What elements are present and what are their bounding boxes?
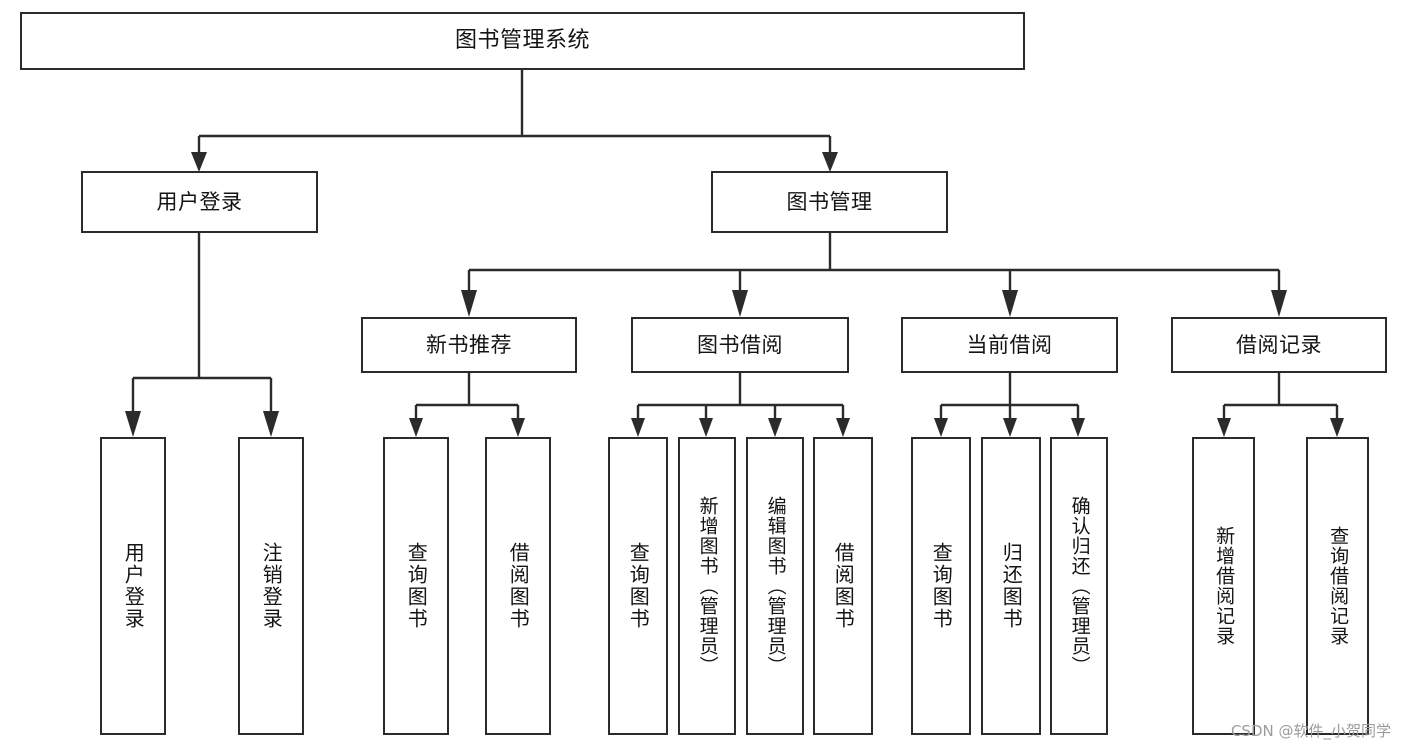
leaf-return-books[interactable]: 归还图书 [981,437,1041,735]
leaf-edit-book-admin[interactable]: 编辑图书（管理员） [746,437,804,735]
node-label: 新增借阅记录 [1213,526,1236,646]
leaf-query-borrow-record[interactable]: 查询借阅记录 [1306,437,1369,735]
leaf-add-book-admin[interactable]: 新增图书（管理员） [678,437,736,735]
leaf-logout[interactable]: 注销登录 [238,437,304,735]
node-label: 编辑图书（管理员） [764,496,787,676]
node-label: 注销登录 [259,542,284,630]
node-label: 查询图书 [929,542,954,630]
leaf-add-borrow-record[interactable]: 新增借阅记录 [1192,437,1255,735]
leaf-user-login[interactable]: 用户登录 [100,437,166,735]
leaf-borrow-books[interactable]: 借阅图书 [813,437,873,735]
node-label: 图书管理 [786,189,873,214]
leaf-query-books-borrow[interactable]: 查询图书 [608,437,668,735]
node-label: 借阅记录 [1236,332,1322,357]
node-book-management[interactable]: 图书管理 [711,171,948,233]
leaf-borrow-books-recommend[interactable]: 借阅图书 [485,437,551,735]
node-label: 查询图书 [626,542,651,630]
node-label: 新增图书（管理员） [696,496,719,676]
node-user-login[interactable]: 用户登录 [81,171,318,233]
node-current-borrowing[interactable]: 当前借阅 [901,317,1118,373]
node-label: 借阅图书 [831,542,856,630]
node-book-borrowing[interactable]: 图书借阅 [631,317,849,373]
leaf-query-books-recommend[interactable]: 查询图书 [383,437,449,735]
node-borrowing-record[interactable]: 借阅记录 [1171,317,1387,373]
node-new-book-recommendation[interactable]: 新书推荐 [361,317,577,373]
node-label: 借阅图书 [506,542,531,630]
node-label: 查询图书 [404,542,429,630]
leaf-query-books-current[interactable]: 查询图书 [911,437,971,735]
node-label: 查询借阅记录 [1327,526,1350,646]
leaf-confirm-return-admin[interactable]: 确认归还（管理员） [1050,437,1108,735]
node-root-book-management-system[interactable]: 图书管理系统 [20,12,1025,70]
node-label: 用户登录 [121,542,146,630]
csdn-watermark: CSDN @软件_小贺同学 [1230,722,1391,740]
node-label: 用户登录 [156,189,243,214]
node-label: 新书推荐 [426,332,512,357]
node-label: 归还图书 [999,542,1024,630]
node-label: 图书管理系统 [454,28,590,54]
node-label: 图书借阅 [697,332,783,357]
node-label: 确认归还（管理员） [1068,496,1091,676]
node-label: 当前借阅 [966,332,1053,357]
